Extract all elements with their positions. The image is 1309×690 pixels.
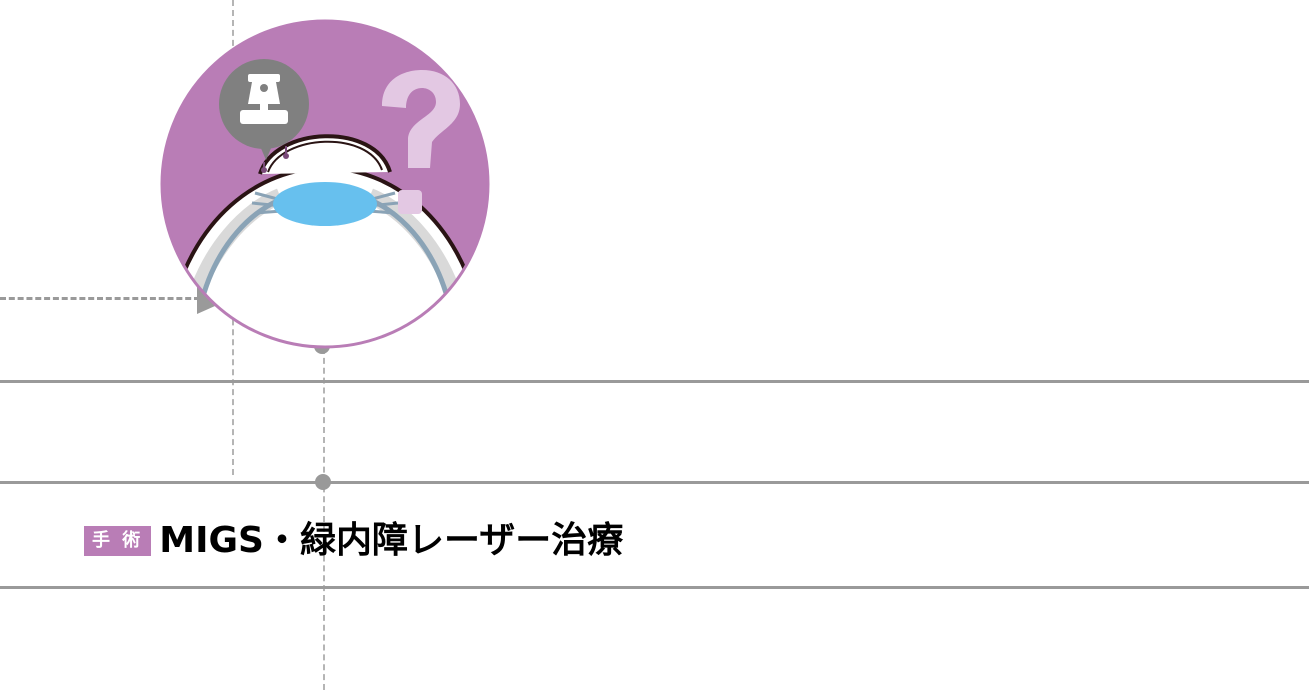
arrow-line xyxy=(0,297,200,300)
surgery-badge: 手 術 xyxy=(84,526,152,556)
implant-device-icon xyxy=(219,59,309,173)
question-mark-icon xyxy=(382,70,460,214)
treatment-label: 手 術 MIGS・緑内障レーザー治療 xyxy=(84,520,623,562)
divider-bottom xyxy=(0,586,1309,589)
connector-dot-middle xyxy=(315,474,331,490)
divider-top xyxy=(0,380,1309,383)
eye-illustration xyxy=(160,19,490,349)
eye-cornea xyxy=(258,134,392,175)
divider-middle xyxy=(0,481,1309,484)
treatment-title: MIGS・緑内障レーザー治療 xyxy=(159,520,624,561)
center-dashed-guide xyxy=(323,348,325,690)
eye-lens xyxy=(273,182,377,226)
